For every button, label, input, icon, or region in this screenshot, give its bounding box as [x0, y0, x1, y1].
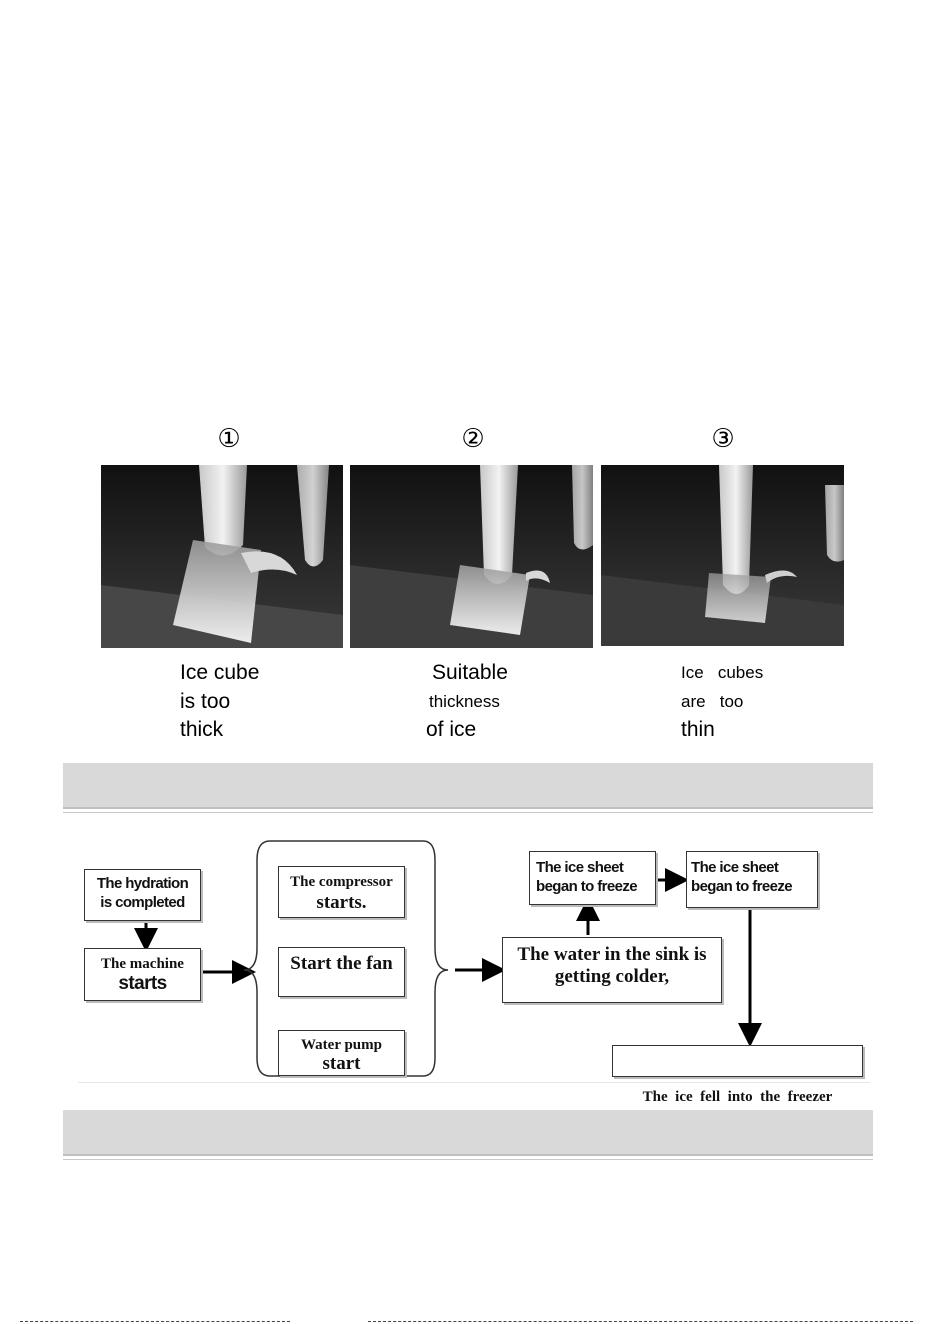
flowchart-bottom-rule	[78, 1082, 870, 1083]
step-machine-starts: The machine starts	[84, 948, 201, 1001]
step-ice-sheet-freeze-1: The ice sheet began to freeze	[529, 851, 656, 905]
section-header-bar-2	[63, 1110, 873, 1156]
footer-rule-right	[368, 1321, 913, 1322]
step-ice-sheet-freeze-2: The ice sheet began to freeze	[686, 851, 818, 908]
step-compressor-starts: The compressor starts.	[278, 866, 405, 918]
step-ice-fell-freezer: The ice fell into the freezer	[612, 1045, 863, 1077]
step-start-fan: Start the fan	[278, 947, 405, 997]
step-water-colder: The water in the sink is getting colder,	[502, 937, 722, 1003]
step-water-pump-start: Water pump start	[278, 1030, 405, 1076]
section-divider-2	[63, 1159, 873, 1160]
step-hydration-completed: The hydration is completed	[84, 869, 201, 921]
footer-rule-left	[20, 1321, 290, 1322]
